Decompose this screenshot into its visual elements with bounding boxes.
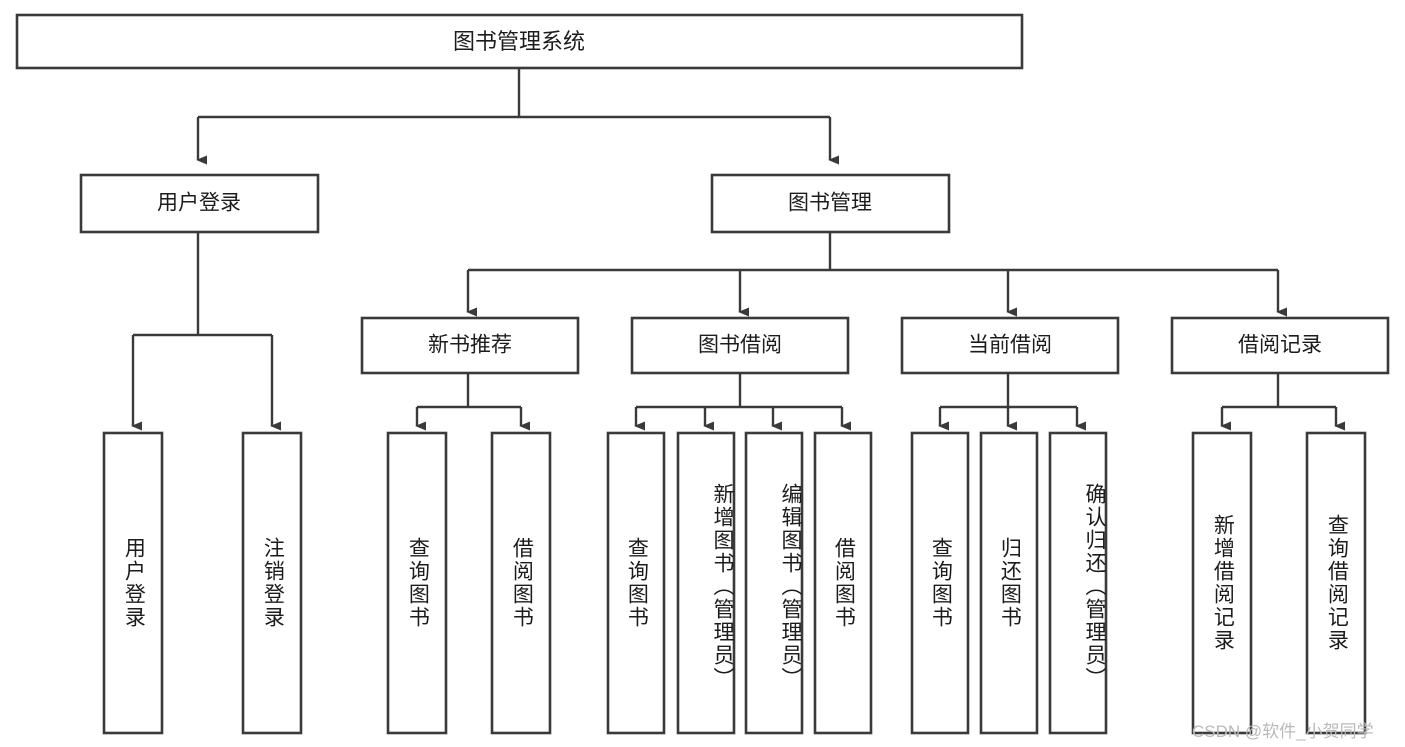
connectors-book-borrow-children [634,373,852,431]
node-borrow-record-label: 借阅记录 [1238,334,1322,357]
node-book-borrow-box[interactable] [630,316,850,375]
node-book-manage-box[interactable] [710,173,951,234]
node-book-manage-label: 图书管理 [788,192,872,215]
leaf-borrow-book-2-box[interactable] [813,431,873,735]
node-new-book-recommend[interactable]: 新书推荐 [360,316,580,375]
node-new-book-recommend-box[interactable] [360,316,580,375]
connectors-current-borrow-children [938,373,1087,431]
node-current-borrow-box[interactable] [900,316,1120,375]
leaf-user-login-box[interactable] [102,431,164,735]
leaf-borrow-book-1-box[interactable] [490,431,552,735]
node-root[interactable]: 图书管理系统 [15,13,1024,70]
leaf-return-book-box[interactable] [979,431,1039,735]
leaf-query-book-2-box[interactable] [606,431,666,735]
leaf-query-book-3-box[interactable] [910,431,970,735]
leaf-edit-book-box[interactable] [744,431,804,735]
node-book-borrow[interactable]: 图书借阅 [630,316,850,375]
node-new-book-recommend-label: 新书推荐 [428,334,512,357]
leaf-confirm-return-box[interactable] [1048,431,1108,735]
leaf-query-record-box[interactable] [1305,431,1367,735]
leaf-query-book-1-box[interactable] [386,431,448,735]
node-book-borrow-label: 图书借阅 [698,334,782,357]
node-user-login-box[interactable] [79,173,320,234]
connectors-new-book-recommend-children [415,373,531,431]
connectors-user-login-children [131,232,282,431]
leaf-boxes [102,431,1367,735]
node-borrow-record[interactable]: 借阅记录 [1170,316,1390,375]
leaf-add-book-box[interactable] [676,431,736,735]
leaf-user-logout-box[interactable] [241,431,303,735]
node-root-box[interactable] [15,13,1024,70]
connectors-root-to-level2 [196,68,840,165]
node-user-login[interactable]: 用户登录 [79,173,320,234]
node-current-borrow-label: 当前借阅 [968,334,1052,357]
node-root-label: 图书管理系统 [453,29,585,54]
leaf-add-record-box[interactable] [1191,431,1253,735]
csdn-watermark: CSDN @软件_小贺同学 [1192,722,1374,741]
node-borrow-record-box[interactable] [1170,316,1390,375]
connectors-book-manage-children [466,232,1288,317]
node-book-manage[interactable]: 图书管理 [710,173,951,234]
node-current-borrow[interactable]: 当前借阅 [900,316,1120,375]
node-user-login-label: 用户登录 [157,192,241,215]
connectors-borrow-record-children [1220,373,1346,431]
